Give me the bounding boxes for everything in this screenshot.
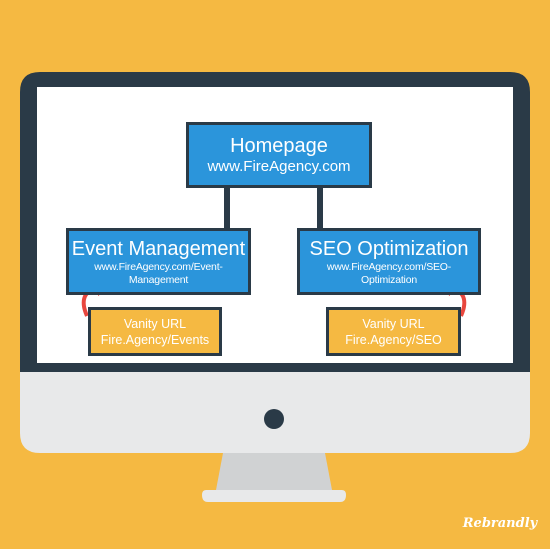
monitor-stand — [216, 453, 332, 490]
event-management-url: www.FireAgency.com/Event- Management — [94, 260, 223, 286]
event-management-title: Event Management — [71, 237, 246, 260]
monitor-stand-base — [202, 490, 346, 502]
seo-optimization-title: SEO Optimization — [309, 237, 469, 260]
event-vanity-label: Vanity URL — [123, 316, 187, 331]
event-management-node: Event Management www.FireAgency.com/Even… — [66, 228, 251, 295]
monitor-button-icon — [264, 409, 284, 429]
brand-logo: Rebrandly — [462, 516, 538, 531]
seo-vanity-url: Fire.Agency/SEO — [345, 332, 442, 347]
seo-vanity-node: Vanity URL Fire.Agency/SEO — [326, 307, 461, 356]
homepage-title: Homepage — [230, 135, 328, 157]
seo-optimization-node: SEO Optimization www.FireAgency.com/SEO-… — [297, 228, 481, 295]
connector-line-left — [224, 188, 230, 228]
homepage-url: www.FireAgency.com — [207, 158, 351, 175]
seo-vanity-label: Vanity URL — [362, 316, 425, 331]
homepage-node: Homepage www.FireAgency.com — [186, 122, 372, 188]
seo-optimization-url: www.FireAgency.com/SEO- Optimization — [326, 260, 452, 286]
event-vanity-node: Vanity URL Fire.Agency/Events — [88, 307, 222, 356]
event-vanity-url: Fire.Agency/Events — [100, 332, 210, 347]
connector-line-right — [317, 188, 323, 228]
